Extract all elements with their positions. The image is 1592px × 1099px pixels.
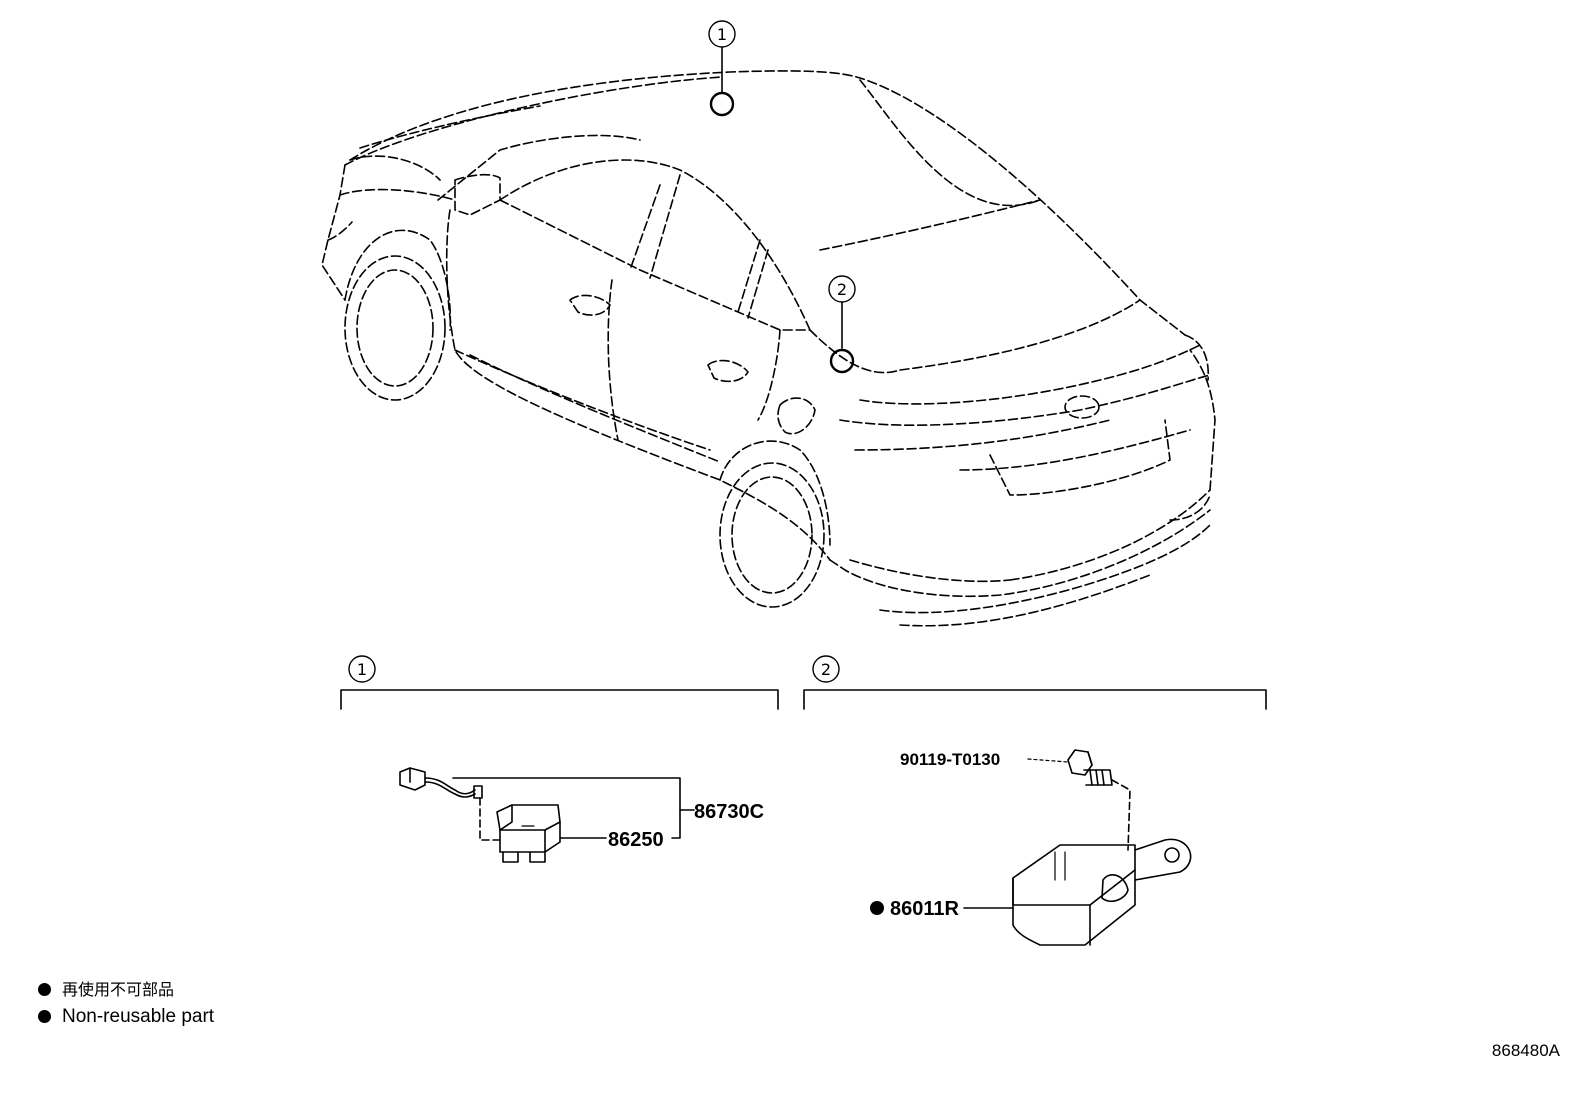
diagram-id: 868480A (1491, 1041, 1560, 1060)
vehicle-outline (321, 70, 1216, 627)
section-1-bracket (340, 689, 779, 710)
callout-1-marker (709, 91, 735, 117)
harness-connector (399, 767, 483, 799)
section-1-number: 1 (357, 660, 367, 679)
control-module (1012, 838, 1192, 946)
legend-row-japanese: 再使用不可部品 (38, 976, 214, 1003)
legend-english-text: Non-reusable part (62, 1006, 215, 1027)
callout-2-number: 2 (837, 280, 847, 299)
assembly-bracket (452, 777, 681, 839)
non-reusable-dot (870, 901, 884, 915)
legend-row-english: Non-reusable part (38, 1003, 214, 1030)
part-label-86011R[interactable]: 86011R (890, 898, 960, 920)
legend-dot (38, 1010, 51, 1023)
bolt (1067, 749, 1113, 786)
bolt-to-module-leader (1111, 779, 1131, 851)
section-2-bracket (803, 689, 1267, 710)
part-label-86730C[interactable]: 86730C (694, 801, 764, 823)
legend-dot (38, 983, 51, 996)
harness-to-antenna-leader (479, 797, 501, 841)
antenna-unit (496, 804, 561, 863)
section-2-number: 2 (821, 660, 831, 679)
part-label-90119-T0130[interactable]: 90119-T0130 (900, 750, 1000, 769)
callout-2-marker (829, 348, 855, 374)
part-label-86250[interactable]: 86250 (608, 829, 664, 851)
legend-japanese-text: 再使用不可部品 (62, 980, 175, 999)
callout-1-number: 1 (717, 25, 727, 44)
legend: 再使用不可部品 Non-reusable part (38, 976, 214, 1030)
bolt-leader (1027, 758, 1069, 763)
